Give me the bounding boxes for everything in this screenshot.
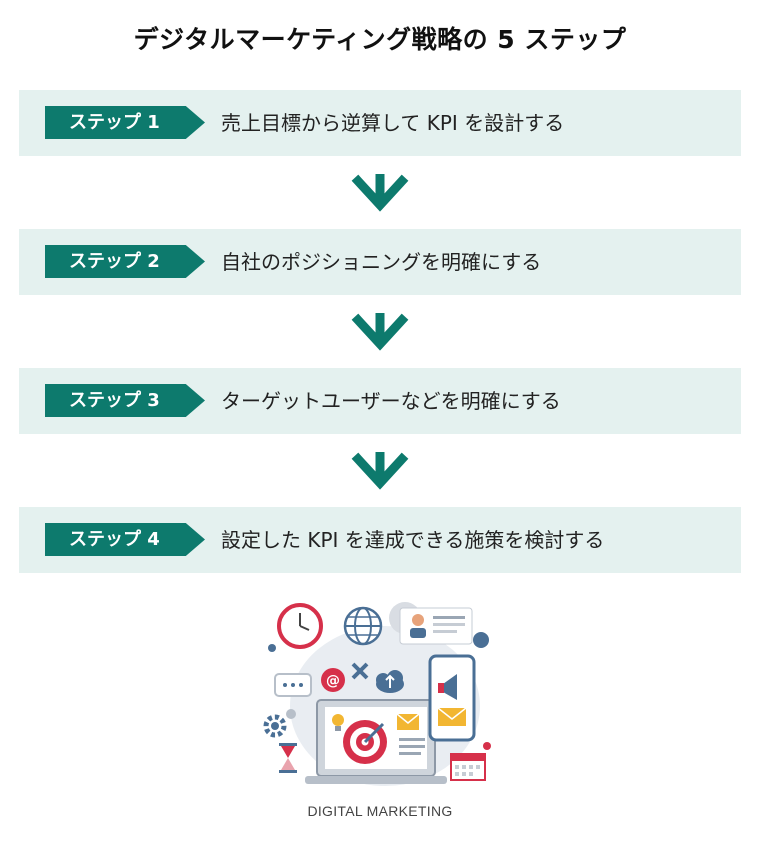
step-2-badge: ステップ 2: [45, 245, 205, 278]
cloud-upload-icon: [376, 670, 404, 693]
step-1-badge: ステップ 1: [45, 106, 205, 139]
tools-icon: [351, 662, 369, 680]
step-2: ステップ 2 自社のポジショニングを明確にする: [19, 229, 741, 295]
diagram-title: デジタルマーケティング戦略の 5 ステップ: [133, 25, 627, 54]
mail-icon: [396, 713, 420, 730]
phone-megaphone-icon: [428, 654, 476, 742]
step-2-text: 自社のポジショニングを明確にする: [221, 250, 542, 274]
at-sign-icon: @: [321, 668, 345, 692]
down-arrow-icon: [351, 313, 409, 351]
chat-icon: [274, 673, 312, 697]
digital-marketing-illustration: @: [263, 602, 491, 786]
step-3-text: ターゲットユーザーなどを明確にする: [221, 389, 561, 413]
hourglass-icon: [279, 743, 297, 773]
down-arrow-icon: [351, 174, 409, 212]
clock-icon: [277, 603, 323, 649]
step-3-badge: ステップ 3: [45, 384, 205, 417]
target-icon: [343, 720, 387, 764]
step-1: ステップ 1 売上目標から逆算して KPI を設計する: [19, 90, 741, 156]
step-4-badge: ステップ 4: [45, 523, 205, 556]
step-4: ステップ 4 設定した KPI を達成できる施策を検討する: [19, 507, 741, 573]
calendar-icon: [450, 753, 486, 781]
step-1-text: 売上目標から逆算して KPI を設計する: [221, 111, 565, 135]
lightbulb-icon: [332, 714, 344, 731]
step-4-text: 設定した KPI を達成できる施策を検討する: [221, 528, 605, 552]
gear-icon: [263, 709, 296, 738]
globe-icon: [343, 606, 383, 646]
step-3: ステップ 3 ターゲットユーザーなどを明確にする: [19, 368, 741, 434]
profile-card-icon: [399, 607, 473, 645]
svg-text:@: @: [326, 673, 340, 689]
illustration-caption: DIGITAL MARKETING: [307, 803, 453, 819]
down-arrow-icon: [351, 452, 409, 490]
